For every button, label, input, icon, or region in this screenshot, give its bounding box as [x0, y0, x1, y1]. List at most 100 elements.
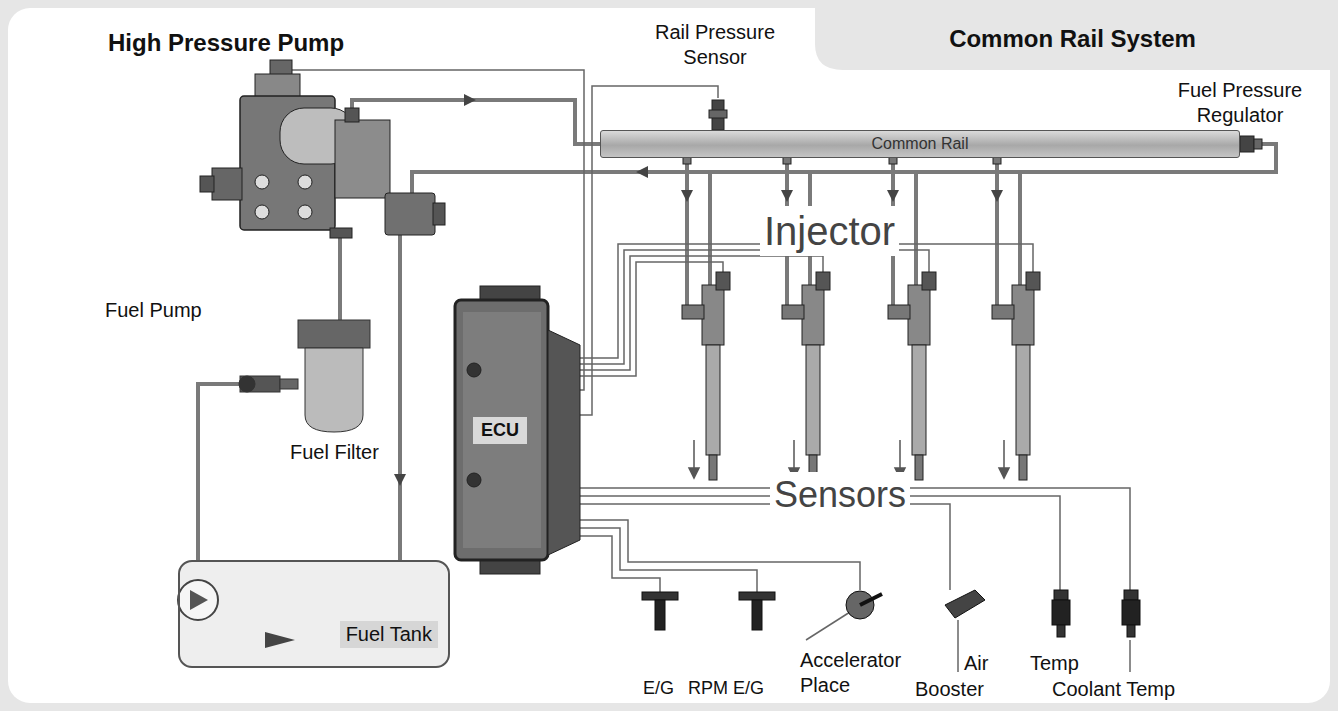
high-pressure-pump: [200, 176, 214, 192]
injector-symbol: [1012, 285, 1034, 345]
fuel-pipe: [398, 235, 402, 560]
high-pressure-pump: [433, 203, 445, 225]
injector-symbol: [908, 285, 930, 345]
high-pressure-pump: [200, 60, 445, 238]
signal-wire: [1129, 640, 1131, 672]
signal-wire: [580, 262, 723, 376]
ecu-body: [467, 363, 481, 377]
sensor-symbol: [1054, 590, 1068, 600]
injector-symbol: [706, 345, 720, 455]
high-pressure-pump: [298, 205, 312, 219]
sensor-symbol: [945, 590, 985, 618]
spray-arrow: [693, 440, 695, 470]
signal-wire: [580, 256, 823, 370]
spray-arrow: [899, 440, 901, 470]
injector-symbol: [709, 455, 717, 480]
fuel-filter: [240, 376, 280, 392]
signal-wire: [580, 250, 929, 364]
fuel-pipe: [685, 158, 689, 305]
sensor-label: Coolant Temp: [1052, 677, 1175, 702]
injector-symbol: [992, 305, 1014, 319]
spray-arrow: [1003, 440, 1005, 470]
sensor-symbol: [752, 600, 762, 630]
injector-symbol: [802, 285, 824, 345]
signal-wire: [580, 244, 1033, 358]
sensor-label: Accelerator Place: [800, 648, 912, 698]
injector-symbol: [806, 345, 820, 455]
fuel-tank-body: [178, 560, 450, 668]
sensor-label: Air: [964, 651, 988, 676]
part-label: Rail Pressure Sensor: [640, 20, 790, 70]
flow-arrow: [681, 190, 693, 202]
high-pressure-pump: [345, 108, 359, 122]
injector-symbol: [682, 305, 704, 319]
sensor-symbol: [642, 592, 678, 600]
fuel-filter: [305, 348, 363, 432]
ecu-body: [463, 312, 541, 548]
spray-arrow: [999, 468, 1009, 478]
rail-fittings: [1254, 139, 1262, 149]
sensor-symbol: [1124, 590, 1138, 600]
high-pressure-pump: [255, 175, 269, 189]
ecu-body: [455, 286, 580, 574]
spray-arrow: [689, 468, 699, 478]
high-pressure-pump: [385, 193, 435, 235]
fuel-tank-body: [190, 590, 208, 610]
injector-symbol: [1026, 272, 1040, 290]
sensor-symbol: [739, 592, 775, 600]
sensor-symbol: [642, 590, 1140, 637]
fuel-pipe: [1018, 172, 1022, 285]
injector-symbol: [702, 285, 724, 345]
injector-symbol: [888, 305, 910, 319]
fuel-pipe: [198, 100, 1276, 640]
fuel-pipe: [198, 384, 240, 580]
fuel-filter: [280, 379, 298, 389]
high-pressure-pump: [255, 205, 269, 219]
sensor-symbol: [655, 600, 665, 630]
fuel-tank-body: [178, 580, 218, 620]
flow-arrow: [394, 474, 406, 486]
node-text: Fuel Tank: [340, 621, 438, 648]
injector-symbol: [1016, 345, 1030, 455]
fuel-tank: Fuel Tank: [178, 560, 450, 668]
fuel-pipe: [338, 238, 342, 320]
fuel-pipe: [708, 172, 712, 285]
sensor-symbol: [1127, 625, 1135, 637]
frame: [8, 8, 1330, 703]
flow-arrow: [781, 190, 793, 202]
fuel-filter: [298, 320, 370, 348]
fuel-tank-body: [265, 632, 295, 648]
component-heading: High Pressure Pump: [108, 28, 344, 58]
injector-symbol: [716, 272, 730, 290]
part-label: Fuel Pressure Regulator: [1160, 78, 1320, 128]
flow-arrow: [464, 94, 476, 106]
high-pressure-pump: [335, 120, 390, 198]
sensor-label: E/G: [643, 677, 674, 700]
signal-wire: [806, 612, 850, 640]
common-rail: Common Rail: [600, 130, 1240, 158]
frame: [815, 8, 1330, 70]
signal-wire: [580, 528, 757, 592]
sensor-label: Booster: [915, 677, 984, 702]
part-label: Fuel Filter: [290, 440, 379, 465]
diagram-title: Common Rail System: [815, 24, 1330, 54]
high-pressure-pump: [330, 228, 352, 238]
flow-arrow: [636, 166, 648, 178]
injector-symbol: [682, 272, 1040, 480]
injector-symbol: [782, 305, 804, 319]
injector-symbol: [912, 345, 926, 455]
node-text: Common Rail: [872, 136, 969, 152]
rail-fittings: [709, 110, 727, 118]
sensor-symbol: [1122, 600, 1140, 625]
ecu-box: ECU: [455, 300, 545, 560]
high-pressure-pump: [298, 175, 312, 189]
fuel-tank-body: [178, 560, 450, 668]
group-label: Injector: [760, 206, 899, 256]
part-label: Fuel Pump: [105, 298, 202, 323]
fuel-pipe: [914, 172, 918, 285]
ecu-body: [455, 300, 548, 560]
